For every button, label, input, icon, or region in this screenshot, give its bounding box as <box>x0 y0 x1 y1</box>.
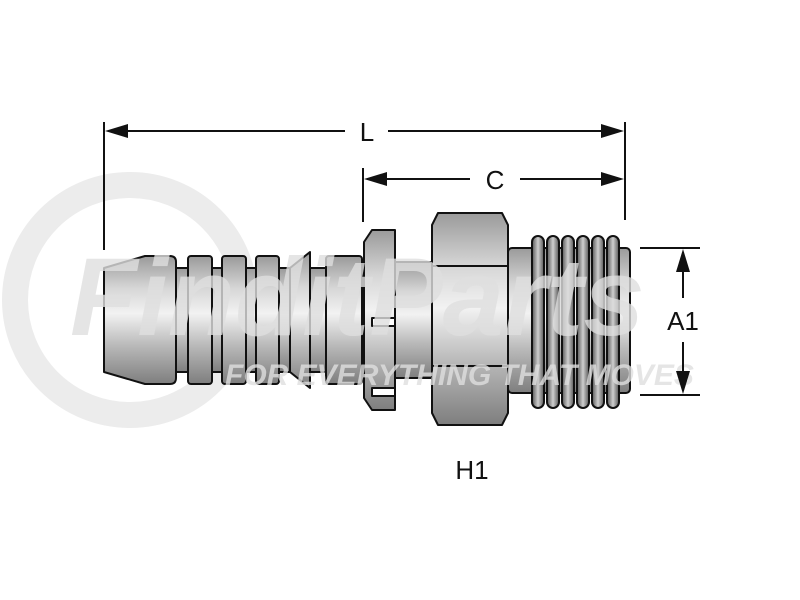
watermark-brand: FinditParts <box>70 236 645 359</box>
fitting-body <box>103 212 631 426</box>
barb-rib <box>255 255 280 385</box>
barb-rib <box>187 255 213 385</box>
arrow-icon <box>601 124 624 138</box>
hose-nose <box>103 255 177 385</box>
watermark-logo: FinditParts FOR EVERYTHING THAT MOVES <box>70 236 694 392</box>
arrow-icon <box>105 124 128 138</box>
arrow-icon <box>676 249 690 272</box>
dim-label-H1: H1 <box>455 455 488 485</box>
watermark-tagline: FOR EVERYTHING THAT MOVES <box>225 359 694 392</box>
barb-cone <box>289 251 311 389</box>
dimension-lines <box>103 122 700 396</box>
barb-rib <box>221 255 247 385</box>
threads <box>531 235 620 409</box>
collar-slot <box>371 387 396 397</box>
arrow-icon <box>601 172 624 186</box>
arrow-icon <box>676 371 690 394</box>
dim-label-A1: A1 <box>667 306 699 336</box>
dim-label-L: L <box>360 117 374 147</box>
arrow-icon <box>364 172 387 186</box>
ferrule-section <box>325 255 363 385</box>
dim-label-C: C <box>486 165 505 195</box>
